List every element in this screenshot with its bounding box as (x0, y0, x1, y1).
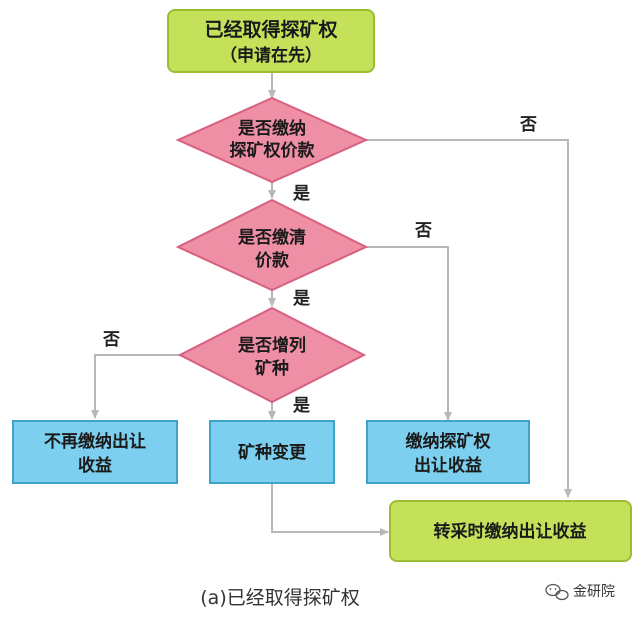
edge-d1-no-to-transfer (366, 139, 572, 498)
watermark-text: 金研院 (573, 584, 615, 600)
edge-label-d2-no: 否 (414, 221, 432, 241)
decision-add-mineral-line1: 是否增列 (238, 335, 306, 356)
decision-fee-cleared: 是否缴清 价款 (175, 198, 369, 292)
box-mineral-change-label: 矿种变更 (238, 442, 307, 463)
start-box (167, 9, 375, 73)
decision-fee-cleared-diamond (175, 198, 369, 292)
box-pay-explore-revenue-rect (366, 420, 530, 484)
decision-pay-fee-line1: 是否缴纳 (238, 118, 306, 139)
connectors (91, 72, 572, 536)
start-title: 已经取得探矿权 (204, 18, 337, 41)
box-pay-explore-revenue-line2: 出让收益 (414, 455, 482, 476)
box-transfer-payment-label: 转采时缴纳出让收益 (434, 521, 587, 542)
edge-d3-no-to-no-pay (91, 354, 180, 419)
box-mineral-change-rect (209, 420, 335, 484)
edge-label-d2-yes: 是 (293, 289, 310, 309)
decision-add-mineral: 是否增列 矿种 (177, 306, 367, 404)
box-mineral-change: 矿种变更 (209, 420, 335, 484)
box-transfer-payment: 转采时缴纳出让收益 (389, 500, 632, 562)
decision-fee-cleared-line1: 是否缴清 (238, 227, 306, 248)
edge-label-d3-no: 否 (102, 330, 120, 350)
edge-change-to-transfer (271, 483, 389, 536)
box-no-payment-line1: 不再缴纳出让 (44, 431, 146, 452)
watermark: 金研院 (545, 583, 615, 601)
decision-add-mineral-diamond (177, 306, 367, 404)
start-node: 已经取得探矿权 （申请在先） (167, 9, 375, 73)
edge-label-d3-yes: 是 (293, 396, 310, 416)
edge-label-d1-no: 否 (519, 115, 537, 135)
box-pay-explore-revenue: 缴纳探矿权 出让收益 (366, 420, 530, 484)
box-no-payment: 不再缴纳出让 收益 (12, 420, 178, 484)
figure-caption: (a)已经取得探矿权 (200, 587, 359, 609)
decision-pay-fee-line2: 探矿权价款 (230, 140, 316, 161)
decision-fee-cleared-line2: 价款 (255, 250, 290, 271)
decision-pay-fee-diamond (175, 96, 369, 184)
box-transfer-payment-rect (389, 500, 632, 562)
box-no-payment-line2: 收益 (78, 455, 112, 476)
box-no-payment-rect (12, 420, 178, 484)
decision-pay-fee: 是否缴纳 探矿权价款 (175, 96, 369, 184)
decision-add-mineral-line2: 矿种 (255, 358, 289, 379)
box-pay-explore-revenue-line1: 缴纳探矿权 (406, 431, 492, 452)
start-subtitle: （申请在先） (220, 45, 322, 66)
wechat-icon (545, 583, 569, 601)
edge-d2-no-to-pay-explore (366, 246, 452, 421)
edge-label-d1-yes: 是 (293, 184, 310, 204)
